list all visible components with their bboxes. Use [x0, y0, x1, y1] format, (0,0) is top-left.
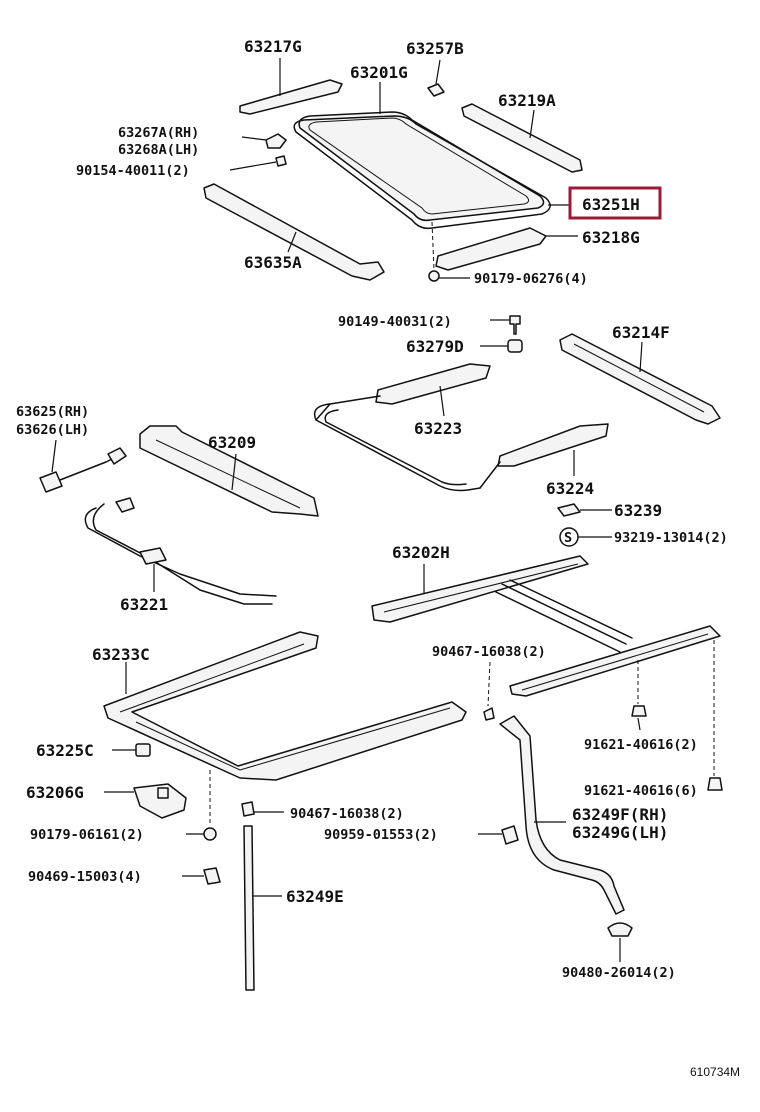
label-93219-13014[interactable]: 93219-13014(2): [614, 530, 728, 546]
label-63214F[interactable]: 63214F: [612, 323, 670, 342]
part-63635A-rail: [203, 183, 385, 281]
label-63225C[interactable]: 63225C: [36, 741, 94, 760]
part-90149-bolt: [490, 315, 521, 335]
part-90179-06161-nut: [186, 770, 217, 841]
highlight-box-63251H: [568, 186, 662, 220]
part-63209-guide: [139, 425, 319, 517]
label-63219A[interactable]: 63219A: [498, 91, 556, 110]
part-63219A-drawing: [461, 103, 583, 173]
label-90179-06276[interactable]: 90179-06276(4): [474, 271, 588, 287]
part-63249F-drain-hose: [499, 715, 625, 915]
part-63625-wire-harness: [39, 439, 127, 493]
label-90469-15003[interactable]: 90469-15003(4): [28, 869, 142, 885]
label-63202H[interactable]: 63202H: [392, 543, 450, 562]
part-63239-pad: [557, 503, 612, 517]
part-63249E-drain-hose: [243, 825, 282, 991]
label-63279D[interactable]: 63279D: [406, 337, 464, 356]
part-90480-grommet: [607, 922, 633, 962]
label-63209[interactable]: 63209: [208, 433, 256, 452]
part-63267A-clip: [229, 133, 287, 171]
label-63206G[interactable]: 63206G: [26, 783, 84, 802]
label-63218G[interactable]: 63218G: [582, 228, 640, 247]
part-63218G-drawing: [435, 227, 578, 271]
part-63233C-frame: [103, 631, 467, 781]
part-63251H-weatherstrip: [293, 115, 570, 230]
label-63249F[interactable]: 63249F(RH): [572, 805, 668, 824]
label-63625[interactable]: 63625(RH): [16, 404, 89, 420]
label-63223[interactable]: 63223: [414, 419, 462, 438]
part-63221-harness: [84, 497, 277, 605]
label-90480-26014[interactable]: 90480-26014(2): [562, 965, 676, 981]
part-63214F-rail: [559, 333, 721, 425]
part-90179-06276-nut: [428, 221, 470, 282]
part-91621-bolt-b: [707, 640, 723, 791]
label-63267A[interactable]: 63267A(RH): [118, 125, 199, 141]
part-90467-clip-lower: [241, 801, 284, 817]
label-63635A[interactable]: 63635A: [244, 253, 302, 272]
label-63221[interactable]: 63221: [120, 595, 168, 614]
part-63279D-stopper: [480, 339, 523, 353]
part-63201G-glass: [298, 82, 545, 222]
label-90179-06161[interactable]: 90179-06161(2): [30, 827, 144, 843]
label-63249G[interactable]: 63249G(LH): [572, 823, 668, 842]
diagram-reference-number: 610734M: [690, 1065, 740, 1079]
part-91621-bolt-a: [631, 660, 647, 731]
part-63202H-housing: [371, 555, 721, 697]
label-63249E[interactable]: 63249E: [286, 887, 344, 906]
screw-s-mark: S: [564, 530, 572, 546]
part-93219-screw: S: [559, 527, 612, 547]
part-90959-clamp: [478, 825, 519, 845]
label-63224[interactable]: 63224: [546, 479, 594, 498]
part-63224-cable-assembly: [479, 423, 609, 489]
label-90154-40011[interactable]: 90154-40011(2): [76, 163, 190, 179]
label-63268A[interactable]: 63268A(LH): [118, 142, 199, 158]
part-63206G-motor: [104, 783, 187, 819]
label-63251H[interactable]: 63251H: [582, 195, 640, 214]
label-90467-16038-upper[interactable]: 90467-16038(2): [432, 644, 546, 660]
part-63223-cable-assembly: [313, 363, 491, 492]
part-63217G-drawing: [239, 58, 343, 115]
part-90469-clip: [182, 867, 221, 885]
label-63626[interactable]: 63626(LH): [16, 422, 89, 438]
label-63217G[interactable]: 63217G: [244, 37, 302, 56]
label-90467-16038-lower[interactable]: 90467-16038(2): [290, 806, 404, 822]
label-90959-01553[interactable]: 90959-01553(2): [324, 827, 438, 843]
label-91621-40616-a[interactable]: 91621-40616(2): [584, 737, 698, 753]
part-63257B-drawing: [427, 59, 445, 97]
part-63225C-cushion: [112, 743, 151, 757]
label-63233C[interactable]: 63233C: [92, 645, 150, 664]
label-63257B[interactable]: 63257B: [406, 39, 464, 58]
label-63239[interactable]: 63239: [614, 501, 662, 520]
label-91621-40616-b[interactable]: 91621-40616(6): [584, 783, 698, 799]
label-90149-40031[interactable]: 90149-40031(2): [338, 314, 452, 330]
part-90467-clip-upper: [483, 661, 495, 721]
label-63201G[interactable]: 63201G: [350, 63, 408, 82]
